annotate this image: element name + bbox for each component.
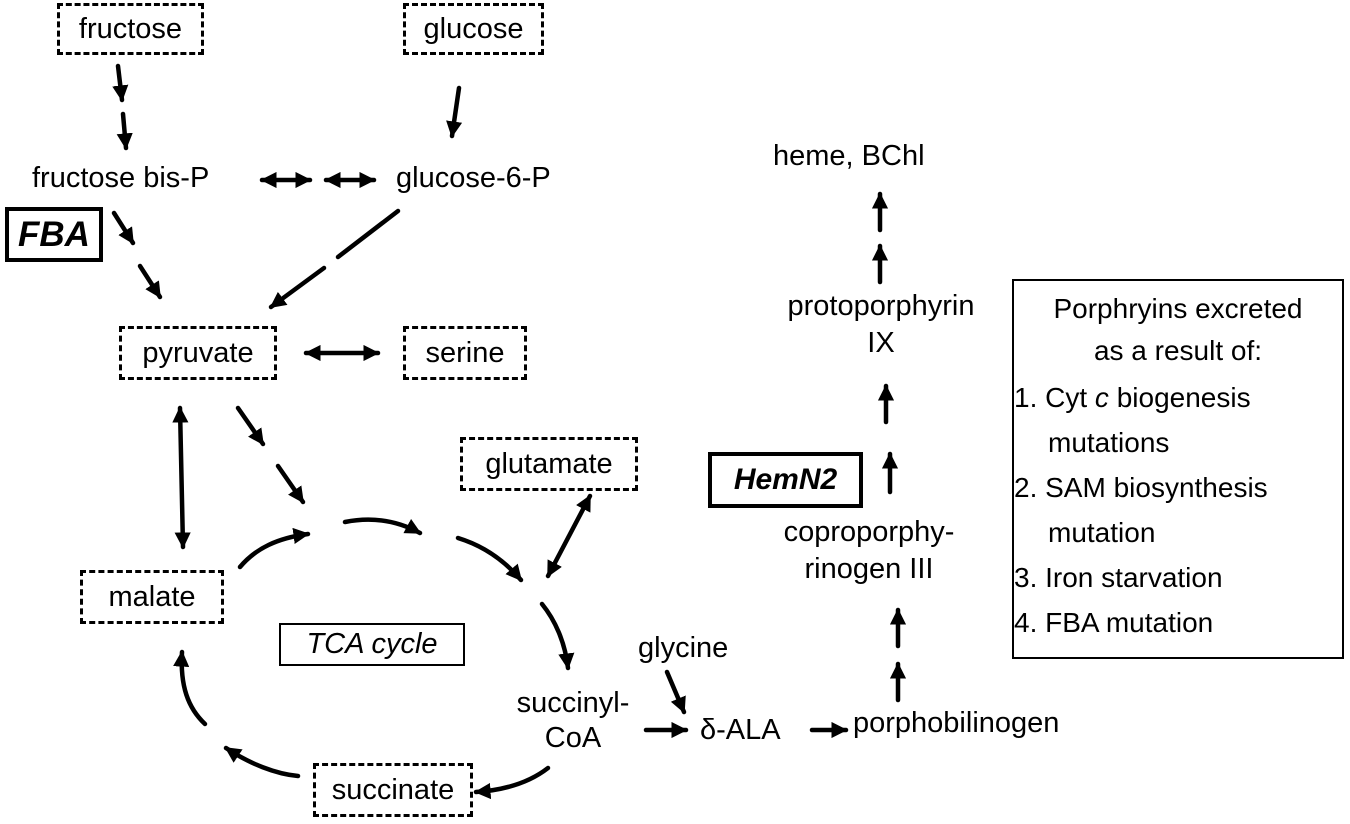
legend-title: Porphryins excreted as a result of: — [1053, 293, 1303, 366]
arrow-cycle-succinyl — [539, 601, 575, 671]
legend-item-1-cont: mutations — [1048, 427, 1170, 458]
legend-item-1: 1. Cyt c biogenesis — [1014, 382, 1251, 413]
node-coproporphyrinogen: coproporphy- rinogen III — [783, 516, 955, 586]
node-fructose-bisp: fructose bis-P — [32, 162, 210, 194]
arrow-pyr-tca-1 — [235, 405, 266, 447]
arrow-left-malate — [173, 649, 208, 727]
arrow-succinyl-succinate — [473, 765, 551, 800]
arrow-glycine-ala — [664, 669, 687, 715]
enzyme-hemn2: HemN2 — [708, 452, 863, 508]
node-fructose: fructose — [57, 3, 204, 55]
arrow-g6p-pyr-2 — [268, 265, 327, 310]
node-glutamate: glutamate — [460, 437, 638, 491]
arrow-g6p-pyr-1 — [335, 208, 401, 260]
node-porphobilinogen: porphobilinogen — [853, 707, 1060, 739]
node-serine: serine — [403, 326, 527, 380]
node-protoporphyrin: protoporphyrin IX — [787, 290, 975, 360]
arrow-pyr-malate — [172, 405, 191, 550]
arrow-fba-1 — [111, 210, 136, 246]
arrow-fructose-1 — [112, 63, 129, 103]
arrow-pyr-tca-2 — [275, 463, 306, 505]
legend-box: Porphryins excreted as a result of: 1. C… — [1012, 279, 1344, 659]
arrow-malate-cycle — [237, 527, 311, 570]
node-succinyl-coa: succinyl- CoA — [516, 687, 630, 755]
legend-item-2-cont: mutation — [1048, 517, 1156, 548]
node-heme-bchl: heme, BChl — [773, 140, 925, 172]
legend-item-3: 3. Iron starvation — [1014, 562, 1223, 593]
enzyme-fba: FBA — [5, 207, 103, 262]
tca-cycle-label: TCA cycle — [279, 623, 465, 666]
legend-item-4: 4. FBA mutation — [1014, 607, 1214, 638]
arrow-glucose — [446, 85, 463, 139]
node-succinate: succinate — [313, 763, 473, 817]
node-glycine: glycine — [638, 632, 729, 664]
arrow-cycle-topright — [455, 535, 524, 583]
arrow-fructose-2 — [116, 111, 133, 151]
node-glucose: glucose — [403, 3, 544, 55]
arrow-succinate-left — [223, 745, 301, 779]
arrow-cycle-top — [342, 517, 423, 536]
arrow-fba-2 — [137, 263, 163, 300]
node-pyruvate: pyruvate — [119, 326, 277, 380]
node-malate: malate — [80, 570, 224, 624]
legend-item-2: 2. SAM biosynthesis — [1014, 472, 1268, 503]
node-glucose-6p: glucose-6-P — [396, 162, 551, 194]
node-delta-ala: δ-ALA — [700, 714, 781, 746]
arrow-glutamate — [545, 493, 593, 579]
